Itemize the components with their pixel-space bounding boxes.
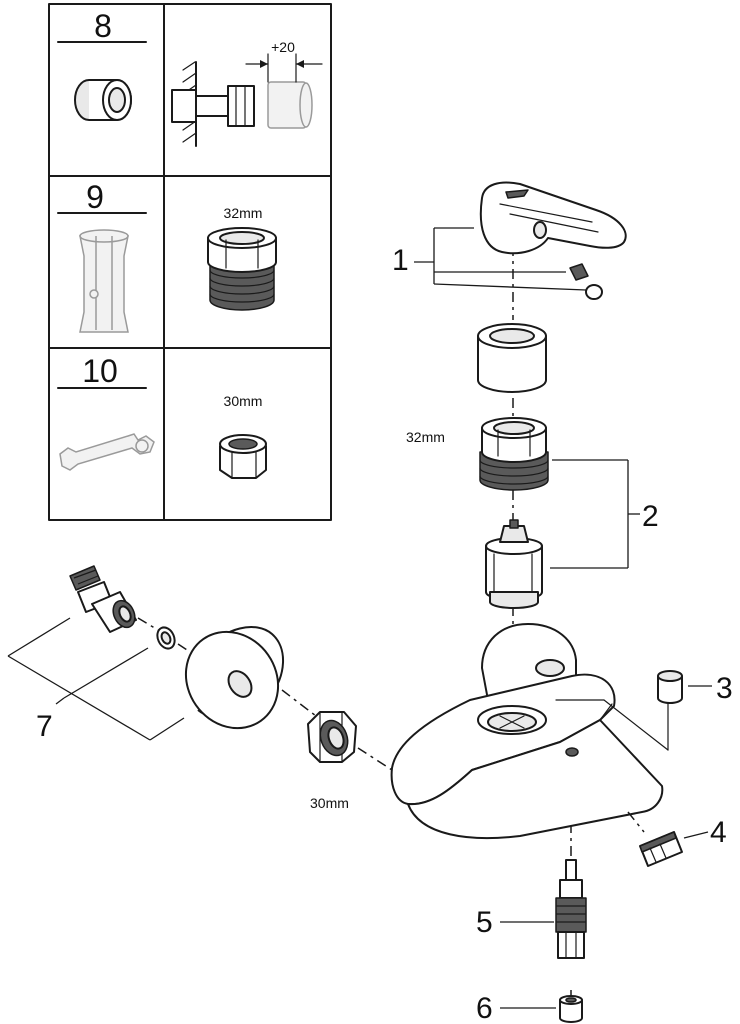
callout-1: 1 <box>392 227 587 291</box>
mixer-body <box>390 623 669 840</box>
callout-2: 2 <box>550 459 659 569</box>
socket-key-icon <box>79 229 129 333</box>
axis-line <box>177 643 197 657</box>
callout-number: 4 <box>710 816 727 849</box>
size-label: 30mm <box>224 393 263 409</box>
nut-top-dimension: 32mm <box>406 429 445 445</box>
callout-7: 7 <box>7 617 185 743</box>
table-row-8: 8 <box>57 8 323 147</box>
lever-handle <box>479 181 627 255</box>
callout-number: 3 <box>716 672 733 705</box>
hex-nut-icon <box>219 434 267 479</box>
callout-4: 4 <box>683 816 727 849</box>
row-number: 8 <box>94 8 112 44</box>
dimension-label: +20 <box>271 39 295 55</box>
cartridge <box>485 519 543 609</box>
callout-number: 1 <box>392 244 409 277</box>
axis-line <box>281 689 317 717</box>
extension-dimension: +20 <box>245 39 323 83</box>
callout-5: 5 <box>476 906 554 939</box>
aerator <box>639 831 683 867</box>
table-row-9: 9 32mm <box>57 179 277 333</box>
bonnet-nut <box>479 417 549 491</box>
table-row-10: 10 30mm <box>57 353 267 479</box>
row-number: 9 <box>86 179 104 215</box>
size-label: 32mm <box>224 205 263 221</box>
s-union-connector <box>69 565 137 633</box>
diverter <box>555 859 587 959</box>
tool-table: 8 <box>48 3 332 521</box>
handle-screw <box>569 263 589 281</box>
union-nut <box>307 711 357 763</box>
diverter-knob <box>559 995 583 1023</box>
axis-line <box>627 811 645 833</box>
handle-cap <box>585 284 603 300</box>
nut-side-dimension: 30mm <box>310 795 349 811</box>
axis-line <box>357 747 393 771</box>
callout-number: 2 <box>642 500 659 533</box>
axis-line <box>137 617 159 631</box>
callout-6: 6 <box>476 992 556 1024</box>
table-border <box>48 3 332 521</box>
cap <box>657 670 683 704</box>
callout-number: 6 <box>476 992 493 1024</box>
extension-ring-icon <box>74 79 132 121</box>
row-number: 10 <box>82 353 118 389</box>
cover-sleeve <box>477 323 547 393</box>
callout-number: 5 <box>476 906 493 939</box>
escutcheon-rosette <box>184 626 285 730</box>
wall-extension-icon <box>171 61 313 147</box>
callout-number: 7 <box>36 710 53 743</box>
washer <box>156 626 176 650</box>
wrench-icon <box>59 433 155 471</box>
threaded-nut-icon <box>207 227 277 311</box>
callout-3: 3 <box>688 672 733 705</box>
